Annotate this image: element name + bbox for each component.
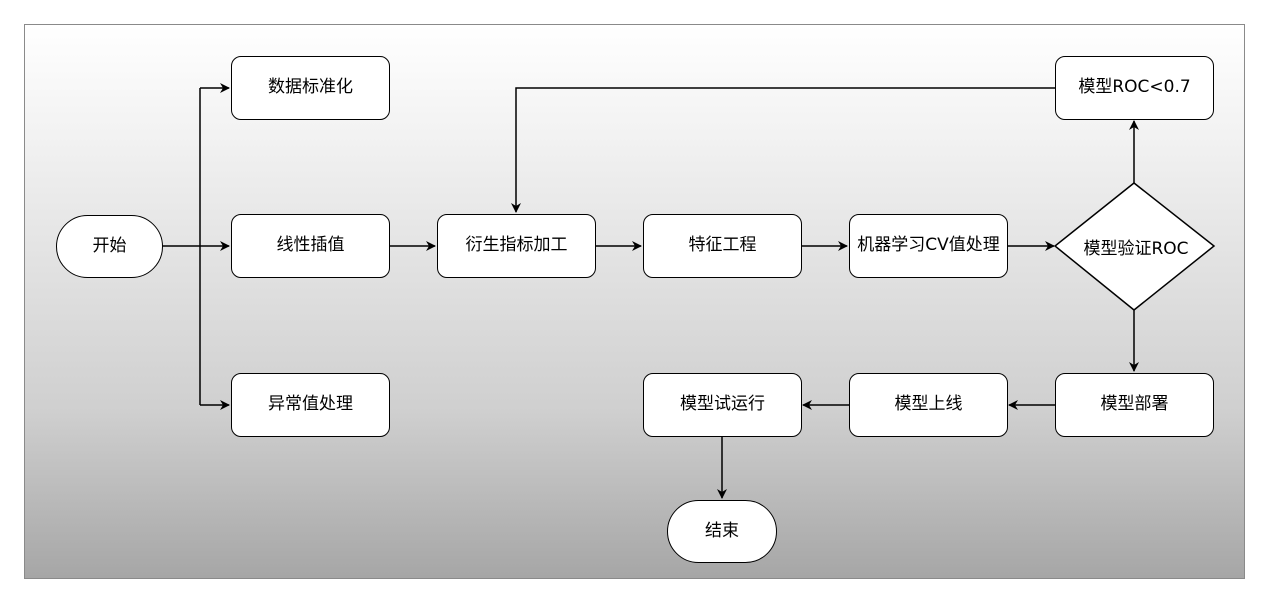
standardize-label: 数据标准化 xyxy=(268,77,353,98)
roc-low-node[interactable]: 模型ROC<0.7 xyxy=(1055,56,1214,120)
online-label: 模型上线 xyxy=(894,394,963,415)
edge-roclow-to-derived xyxy=(511,87,1055,213)
start-label: 开始 xyxy=(92,235,127,256)
end-label: 结束 xyxy=(705,520,739,541)
diagram-background xyxy=(24,24,1245,579)
derived-metrics-label: 衍生指标加工 xyxy=(465,235,568,256)
outlier-label: 异常值处理 xyxy=(268,394,353,415)
trial-run-node[interactable]: 模型试运行 xyxy=(643,373,802,437)
online-node[interactable]: 模型上线 xyxy=(849,373,1008,437)
validate-node[interactable]: 模型验证ROC xyxy=(1056,183,1216,310)
trial-run-label: 模型试运行 xyxy=(680,394,765,415)
interpolate-label: 线性插值 xyxy=(276,235,345,256)
ml-cv-label: 机器学习CV值处理 xyxy=(857,235,1000,256)
validate-label: 模型验证ROC xyxy=(1083,239,1189,259)
derived-metrics-node[interactable]: 衍生指标加工 xyxy=(437,214,596,278)
deploy-label: 模型部署 xyxy=(1100,394,1169,415)
outlier-node[interactable]: 异常值处理 xyxy=(231,373,390,437)
deploy-node[interactable]: 模型部署 xyxy=(1055,373,1214,437)
start-node[interactable]: 开始 xyxy=(56,215,163,278)
validate-diamond-shape xyxy=(1053,182,1216,311)
standardize-node[interactable]: 数据标准化 xyxy=(231,56,390,120)
roc-low-label: 模型ROC<0.7 xyxy=(1078,77,1191,98)
ml-cv-node[interactable]: 机器学习CV值处理 xyxy=(849,214,1008,278)
feature-engineering-node[interactable]: 特征工程 xyxy=(643,214,802,278)
interpolate-node[interactable]: 线性插值 xyxy=(231,214,390,278)
end-node[interactable]: 结束 xyxy=(667,500,777,563)
feature-engineering-label: 特征工程 xyxy=(688,235,757,256)
